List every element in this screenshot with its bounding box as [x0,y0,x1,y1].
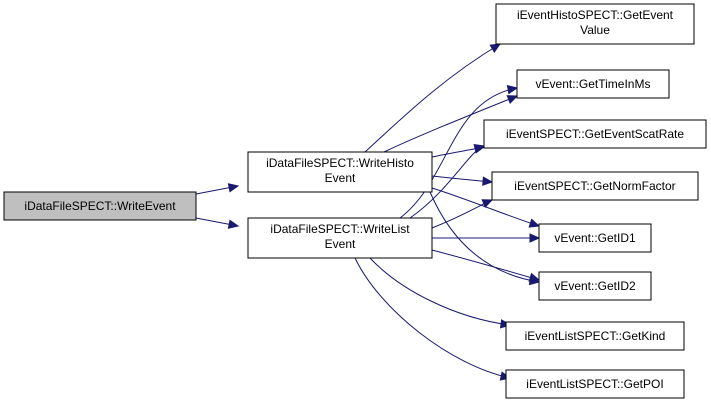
node-write-list-box [247,217,433,259]
node-root[interactable]: iDataFileSPECT::WriteEvent [3,191,197,221]
node-histo-get-event-value-box [495,3,695,45]
edges-layer [195,43,541,381]
edge-arrowhead [227,219,240,229]
edge-line [429,191,540,283]
node-root-box [3,191,197,221]
node-write-list[interactable]: iDataFileSPECT::WriteList Event [247,217,433,259]
node-get-event-scat-rate-box [483,119,707,149]
edge-write-list-to-list-get-kind [369,257,512,329]
node-get-id1-box [538,223,652,253]
node-get-id1-label-1: vEvent::GetID1 [554,231,636,245]
node-histo-get-event-value-label-2: Value [580,23,610,37]
edge-write-list-to-get-id1 [432,233,541,243]
edge-arrowhead [489,43,502,53]
edge-arrowhead [529,233,541,243]
node-list-get-kind-box [505,321,685,351]
node-write-list-label-2: Event [325,237,356,251]
node-list-get-kind-label-1: iEventListSPECT::GetKind [525,329,666,343]
edge-write-list-to-get-time-in-ms [399,84,519,219]
node-list-get-poi-box [505,369,685,399]
edge-arrowhead [473,144,486,154]
node-get-time-in-ms-label-1: vEvent::GetTimeInMs [536,77,651,91]
node-get-id2[interactable]: vEvent::GetID2 [538,271,652,301]
edge-write-histo-to-get-norm-factor [431,175,494,186]
node-get-norm-factor[interactable]: iEventSPECT::GetNormFactor [491,171,699,201]
edge-write-list-to-get-event-scat-rate [409,144,486,219]
node-write-histo-label-1: iDataFileSPECT::WriteHisto [266,156,414,170]
edge-arrowhead [506,84,519,95]
edge-write-histo-to-get-id1 [431,187,541,228]
edge-arrowhead [506,95,519,104]
edge-root-to-write-list [195,217,240,229]
edge-write-list-to-get-id2 [431,249,541,282]
node-get-time-in-ms-box [516,69,670,99]
edge-arrowhead [227,183,240,193]
node-list-get-poi-label-1: iEventListSPECT::GetPOI [526,377,663,391]
node-get-time-in-ms[interactable]: vEvent::GetTimeInMs [516,69,670,99]
node-write-histo[interactable]: iDataFileSPECT::WriteHisto Event [247,151,433,193]
edge-arrowhead [528,272,541,282]
edge-line [383,95,518,153]
edge-line [431,249,540,281]
node-get-id2-box [538,271,652,301]
edge-write-histo-to-histo-get-event-value [364,43,502,153]
edge-line [354,257,511,379]
edge-write-list-to-list-get-poi [354,257,512,381]
node-histo-get-event-value[interactable]: iEventHistoSPECT::GetEvent Value [495,3,695,45]
node-get-event-scat-rate[interactable]: iEventSPECT::GetEventScatRate [483,119,707,149]
node-write-histo-box [247,151,433,193]
node-root-label-1: iDataFileSPECT::WriteEvent [24,199,176,213]
node-get-norm-factor-box [491,171,699,201]
node-write-histo-label-2: Event [325,171,356,185]
node-get-event-scat-rate-label-1: iEventSPECT::GetEventScatRate [506,127,684,141]
node-list-get-poi[interactable]: iEventListSPECT::GetPOI [505,369,685,399]
edge-root-to-write-histo [195,183,240,195]
edge-line [364,43,501,153]
node-histo-get-event-value-label-1: iEventHistoSPECT::GetEvent [517,8,674,22]
node-write-list-label-1: iDataFileSPECT::WriteList [270,222,410,236]
edge-line [369,257,511,326]
edge-arrowhead [482,176,494,186]
edge-line [431,187,540,227]
edge-write-list-to-get-norm-factor [431,199,494,229]
node-get-id1[interactable]: vEvent::GetID1 [538,223,652,253]
node-get-norm-factor-label-1: iEventSPECT::GetNormFactor [514,179,675,193]
node-list-get-kind[interactable]: iEventListSPECT::GetKind [505,321,685,351]
edge-arrowhead [481,199,494,209]
node-get-id2-label-1: vEvent::GetID2 [554,279,636,293]
edge-write-histo-to-get-time-in-ms [383,95,519,153]
edge-line [399,87,518,219]
edge-arrowhead [528,218,541,228]
